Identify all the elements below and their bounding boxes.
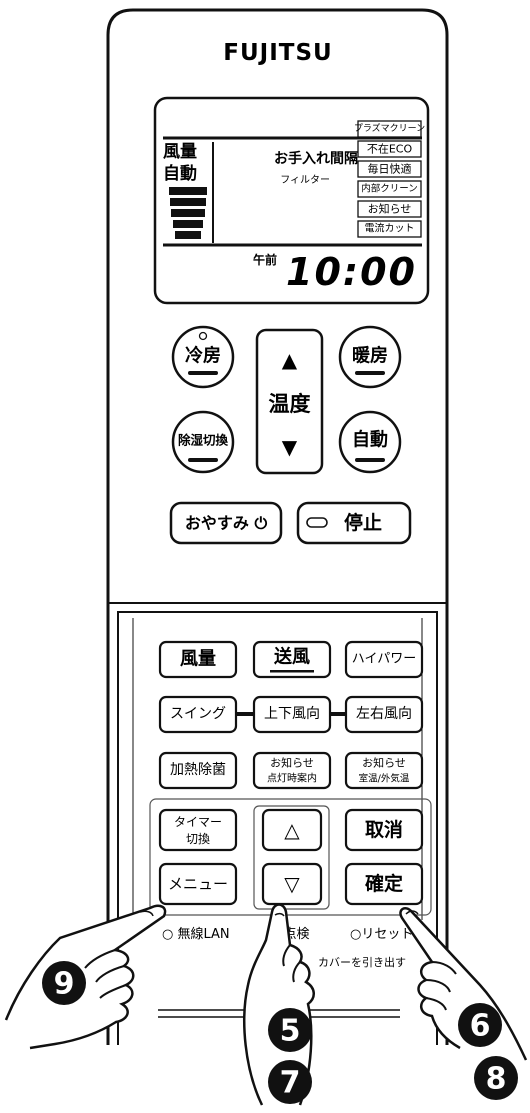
confirm-button[interactable]: 確定 [344,862,424,906]
menu-button-label: メニュー [168,875,228,893]
right-hand-illustration: 6 8 [399,907,528,1100]
notice-room-temp-button[interactable]: お知らせ 室温/外気温 [344,751,424,790]
up-arrow-icon: △ [284,818,300,842]
left-hand-illustration: 9 [4,904,167,1050]
indicator-absent-eco: 不在ECO [367,143,413,156]
cancel-button-label: 取消 [365,818,403,841]
menu-group-frame [149,798,432,916]
cool-button-label: 冷房 [185,345,221,367]
indicator-daily-comfort: 毎日快適 [368,162,412,176]
heat-button-label: 暖房 [352,345,388,367]
step-number-9: 9 [54,967,75,1002]
wireless-lan-label: ○ 無線LAN [162,926,230,942]
stop-button-label: 停止 [344,511,382,534]
down-arrow-button[interactable]: ▽ [261,862,323,906]
ampm-label: 午前 [253,252,277,267]
brand-logo: FUJITSU [223,40,332,66]
fan-speed-button[interactable]: 風量 [158,640,238,679]
pull-cover-label: カバーを引き出す [318,955,406,969]
dehumid-button[interactable]: 除湿切換 [171,410,235,474]
fan-auto-label: 自動 [163,163,197,184]
notice-room-label-2: 室温/外気温 [359,773,410,785]
cool-button[interactable]: 冷房 [171,325,235,389]
heat-sterilize-button-label: 加熱除菌 [170,762,226,778]
temp-down-button[interactable]: ▼ [282,435,298,459]
timer-label-1: タイマー [174,815,222,829]
temp-up-icon: ▲ [282,348,298,372]
dehumid-button-label: 除湿切換 [178,433,229,448]
temperature-label: 温度 [269,392,311,416]
leftright-vane-button[interactable]: 左右風向 [344,695,424,734]
timer-label-2: 切換 [186,832,210,846]
up-arrow-button[interactable]: △ [261,808,323,852]
fan-speed-label: 風量 [163,141,197,162]
step-number-8: 8 [486,1062,507,1097]
temperature-rocker: ▲ 温度 ▼ [255,328,324,475]
hipower-button-label: ハイパワー [352,652,416,667]
notice-light-label-2: 点灯時案内 [267,772,317,785]
step-number-5: 5 [280,1014,301,1049]
confirm-button-label: 確定 [365,872,403,895]
stop-button[interactable]: 停止 [296,501,412,545]
cancel-button[interactable]: 取消 [344,808,424,852]
fan-speed-bars-icon [169,187,207,239]
temp-up-button[interactable]: ▲ [282,348,298,372]
down-arrow-icon: ▽ [284,872,300,896]
filter-interval-label: お手入れ間隔 [274,150,358,167]
step-number-7: 7 [280,1066,301,1101]
updown-vane-button[interactable]: 上下風向 [252,695,332,734]
fan-speed-button-label: 風量 [180,648,216,670]
indicator-current-cut: 電流カット [365,222,415,235]
step-number-6: 6 [470,1009,491,1044]
auto-button[interactable]: 自動 [338,410,402,474]
sleep-button-label: おやすみ ⏻ [185,514,268,533]
heat-sterilize-button[interactable]: 加熱除菌 [158,751,238,790]
clock-time: 10:00 [286,250,417,294]
notice-light-label-1: お知らせ [270,756,314,770]
indicator-plasma-clean: プラズマクリーン [354,122,425,134]
notice-room-label-1: お知らせ [362,756,406,770]
heat-button[interactable]: 暖房 [338,325,402,389]
notice-light-button[interactable]: お知らせ 点灯時案内 [252,751,332,790]
menu-button[interactable]: メニュー [158,862,238,906]
indicator-internal-clean: 内部クリーン [361,183,418,195]
indicator-list: プラズマクリーン 不在ECO 毎日快適 内部クリーン お知らせ 電流カット [354,120,425,238]
swing-button-label: スイング [170,706,226,722]
blow-button-label: 送風 [273,646,310,668]
lcd-display: 風量 自動 お手入れ間隔 フィルター プラズマクリーン 不在ECO 毎日快適 内… [153,96,430,305]
blow-button[interactable]: 送風 [252,640,332,679]
temp-down-icon: ▼ [282,435,298,459]
swing-button[interactable]: スイング [158,695,238,734]
sleep-button[interactable]: おやすみ ⏻ [169,501,283,545]
center-hand-illustration: 5 7 [243,903,315,1106]
updown-vane-button-label: 上下風向 [264,706,320,722]
reset-label: ○リセット [350,927,413,942]
leftright-vane-button-label: 左右風向 [356,706,412,722]
filter-sub-label: フィルター [280,174,330,186]
hipower-button[interactable]: ハイパワー [344,640,424,679]
timer-switch-button[interactable]: タイマー 切換 [158,808,238,852]
indicator-notice: お知らせ [368,202,412,216]
auto-button-label: 自動 [352,429,388,451]
